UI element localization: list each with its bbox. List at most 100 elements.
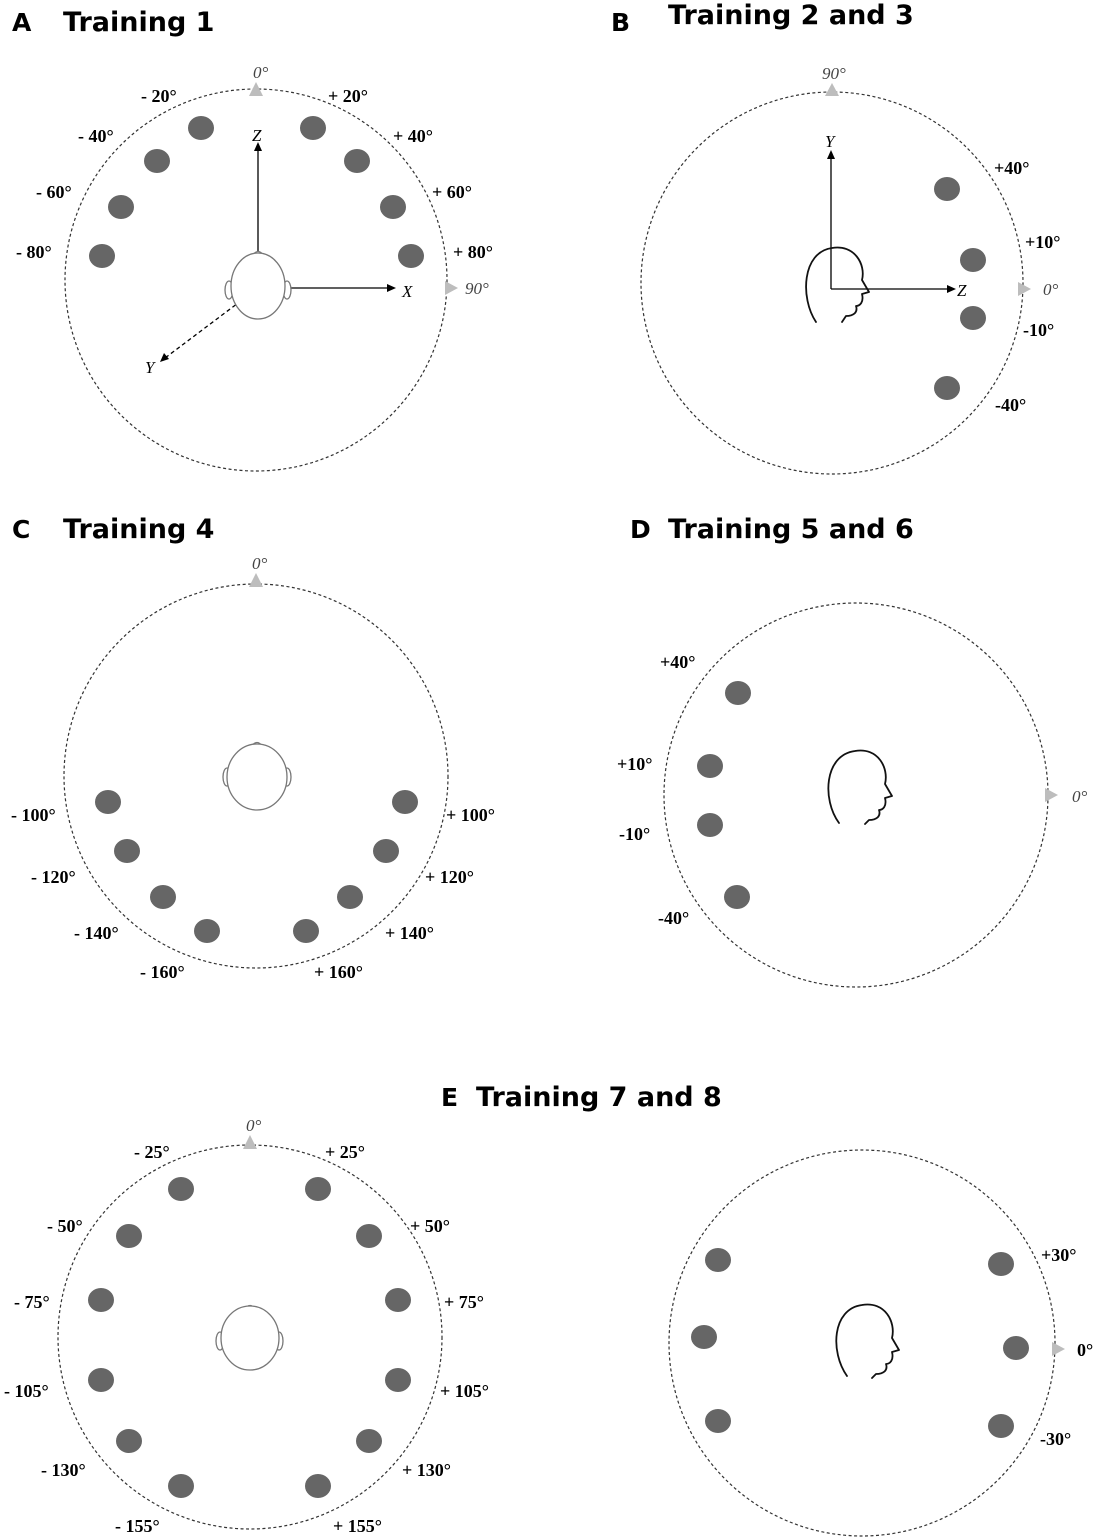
speaker-e-m130	[116, 1429, 142, 1453]
panel-b-letter: B	[611, 8, 630, 37]
panel-a-head-icon	[224, 250, 292, 320]
panel-e-side-head-icon	[835, 1303, 900, 1379]
panel-a-y-arrow	[160, 353, 169, 362]
panel-b-ref-label-0: 0°	[1043, 280, 1059, 299]
label-c-m140: - 140°	[74, 923, 119, 943]
speaker-b-m10	[960, 306, 986, 330]
panel-d-ref-marker-right	[1045, 788, 1058, 802]
label-e-p75: + 75°	[444, 1292, 484, 1312]
label-e-m105: - 105°	[4, 1381, 49, 1401]
speaker-b-p40	[934, 177, 960, 201]
speaker-c-m140	[150, 885, 176, 909]
panel-e-ref-label-0: 0°	[246, 1116, 262, 1135]
speaker-a-m60	[108, 195, 134, 219]
label-a-p60: + 60°	[432, 182, 472, 202]
panel-a-x-arrow	[387, 284, 396, 292]
speaker-e-side-m30	[988, 1414, 1014, 1438]
speaker-e-m155	[168, 1474, 194, 1498]
panel-e-letter: E	[441, 1083, 458, 1112]
panel-b-axis-z: Z	[957, 281, 967, 300]
label-e-p50: + 50°	[410, 1216, 450, 1236]
panel-c: C Training 4 0° - 100° + 100° - 120° + 1…	[11, 514, 495, 982]
label-c-p120: + 120°	[425, 867, 474, 887]
label-c-p100: + 100°	[446, 805, 495, 825]
speaker-c-p100	[392, 790, 418, 814]
panel-a-ref-label-0: 0°	[253, 63, 269, 82]
label-e-side-m30: -30°	[1040, 1429, 1071, 1449]
panel-c-head-icon	[222, 741, 292, 811]
panel-d: D Training 5 and 6 0° +40° +10° -10° -40…	[617, 514, 1088, 988]
panel-a-z-arrow	[254, 142, 262, 151]
panel-a-ref-marker-right	[445, 281, 458, 295]
panel-d-head-icon	[827, 749, 893, 825]
speaker-e-m75	[88, 1288, 114, 1312]
label-a-m80: - 80°	[16, 242, 52, 262]
speaker-e-p75	[385, 1288, 411, 1312]
label-e-side-p30: +30°	[1041, 1245, 1076, 1265]
speaker-d-m10	[697, 813, 723, 837]
label-a-p20: + 20°	[328, 86, 368, 106]
speaker-e-p130	[356, 1429, 382, 1453]
panel-b-z-arrow	[947, 285, 956, 293]
panel-c-title: Training 4	[63, 514, 214, 545]
label-b-m40: -40°	[995, 395, 1026, 415]
panel-a-ref-marker-top	[249, 82, 263, 96]
panel-b-ring	[640, 91, 1024, 475]
label-e-m50: - 50°	[47, 1216, 83, 1236]
label-d-p40: +40°	[660, 652, 695, 672]
panel-a-title: Training 1	[63, 7, 214, 38]
panel-a-axis-y: Y	[145, 358, 156, 377]
speaker-e-p155	[305, 1474, 331, 1498]
speaker-a-m80	[89, 244, 115, 268]
label-d-m10: -10°	[619, 824, 650, 844]
speaker-e-side-left-top	[705, 1248, 731, 1272]
speaker-e-side-0	[1003, 1336, 1029, 1360]
speaker-c-m120	[114, 839, 140, 863]
panel-e-side-ref-marker-right	[1052, 1342, 1065, 1356]
label-e-m75: - 75°	[14, 1292, 50, 1312]
label-b-p10: +10°	[1025, 232, 1060, 252]
speaker-b-m40	[934, 376, 960, 400]
panel-b-ref-marker-top	[825, 83, 839, 96]
panel-b-y-arrow	[827, 150, 835, 159]
panel-a-y-axis	[164, 287, 259, 359]
label-e-p155: + 155°	[333, 1516, 382, 1536]
label-e-m25: - 25°	[134, 1142, 170, 1162]
speaker-e-side-left-mid	[691, 1325, 717, 1349]
label-a-p80: + 80°	[453, 242, 493, 262]
label-b-p40: +40°	[994, 158, 1029, 178]
panel-b-title: Training 2 and 3	[668, 0, 914, 31]
speaker-a-m20	[188, 116, 214, 140]
speaker-a-m40	[144, 149, 170, 173]
label-a-m40: - 40°	[78, 126, 114, 146]
label-c-m100: - 100°	[11, 805, 56, 825]
label-c-m160: - 160°	[140, 962, 185, 982]
label-a-p40: + 40°	[393, 126, 433, 146]
panel-a-letter: A	[12, 8, 32, 37]
label-c-m120: - 120°	[31, 867, 76, 887]
label-b-m10: -10°	[1023, 320, 1054, 340]
speaker-e-m105	[88, 1368, 114, 1392]
label-e-p105: + 105°	[440, 1381, 489, 1401]
label-d-m40: -40°	[658, 908, 689, 928]
speaker-c-p120	[373, 839, 399, 863]
speaker-c-p160	[293, 919, 319, 943]
panel-e-side-ref-label-0: 0°	[1077, 1340, 1093, 1360]
panel-b: B Training 2 and 3 90° 0° Y Z +40° +10° …	[611, 0, 1060, 475]
panel-e-title: Training 7 and 8	[476, 1082, 722, 1113]
label-a-m60: - 60°	[36, 182, 72, 202]
speaker-c-m100	[95, 790, 121, 814]
panel-d-ring	[663, 602, 1049, 988]
panel-c-ref-label-0: 0°	[252, 554, 268, 573]
speaker-e-m50	[116, 1224, 142, 1248]
label-e-m155: - 155°	[115, 1516, 160, 1536]
panel-a-ring	[64, 88, 448, 472]
speaker-e-p105	[385, 1368, 411, 1392]
speaker-e-side-left-bottom	[705, 1409, 731, 1433]
panel-b-axis-y: Y	[825, 132, 836, 151]
panel-e-ref-marker-top	[243, 1135, 257, 1149]
speaker-d-p10	[697, 754, 723, 778]
speaker-e-side-p30	[988, 1252, 1014, 1276]
panel-a-axis-x: X	[401, 282, 413, 301]
